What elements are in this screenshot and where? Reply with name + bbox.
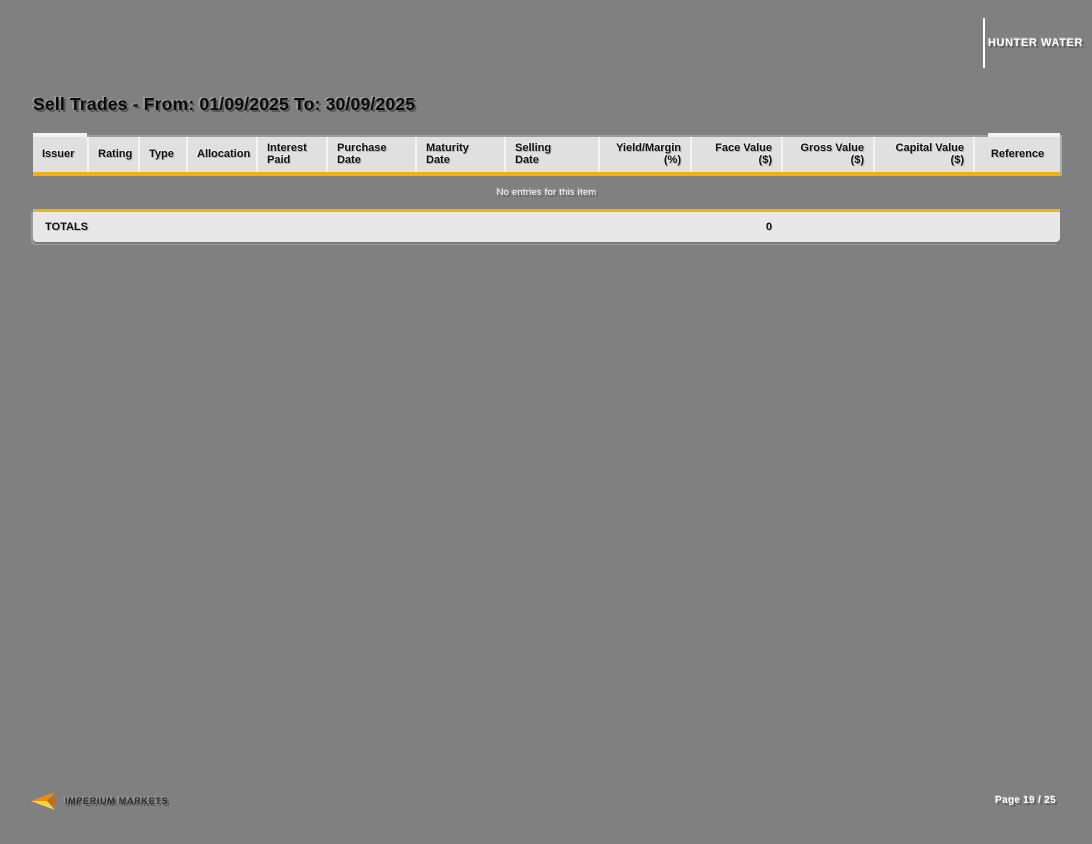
report-title: Sell Trades - From: 01/09/2025 To: 30/09… [33, 94, 416, 114]
totals-label: TOTALS [45, 221, 88, 233]
column-header-rating: Rating [87, 137, 138, 172]
empty-message: No entries for this item [496, 187, 597, 198]
column-header-capital-value: Capital Value($) [873, 137, 973, 172]
arrow-logo-icon [31, 792, 55, 810]
column-header-face-value: Face Value($) [690, 137, 781, 172]
logo-divider-bar [983, 18, 985, 68]
column-header-issuer: Issuer [42, 147, 75, 160]
client-logo-text: HUNTER WATER [988, 37, 1083, 49]
imperium-markets-logo: IMPERIUM MARKETS [30, 790, 168, 812]
column-header-yield-margin: Yield/Margin(%) [598, 137, 690, 172]
brand-text: IMPERIUM MARKETS [65, 796, 169, 806]
totals-face-value: 0 [765, 221, 772, 233]
client-logo: HUNTER WATER [983, 18, 1083, 68]
column-header-gross-value: Gross Value($) [781, 137, 873, 172]
column-header-allocation: Allocation [186, 137, 256, 172]
empty-table-body: No entries for this item [33, 176, 1060, 209]
column-header-reference: Reference [973, 137, 1060, 172]
totals-row: TOTALS 0 [33, 209, 1060, 242]
column-header-type: Type [138, 137, 186, 172]
page-number: Page 19 / 25 [995, 795, 1056, 806]
